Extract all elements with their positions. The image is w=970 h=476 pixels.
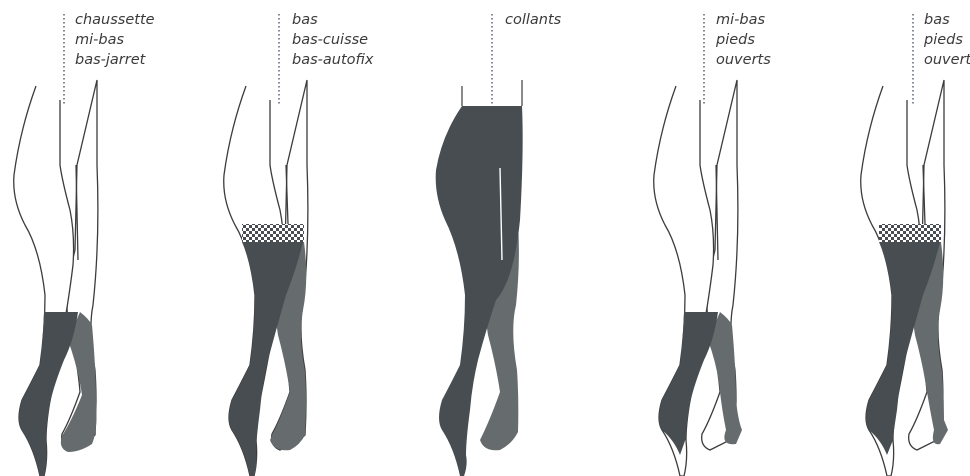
label-chaussette: chaussette mi-bas bas-jarret (75, 10, 155, 70)
panel-mi-bas-pieds-ouverts: mi-bas pieds ouverts (630, 0, 824, 476)
legs-thigh-high-open-toe (840, 0, 970, 476)
label-line: bas-jarret (75, 50, 155, 70)
label-line: mi-bas (75, 30, 155, 50)
label-bas: bas bas-cuisse bas-autofix (292, 10, 373, 70)
legs-tights (420, 0, 614, 476)
label-line: pieds (716, 30, 771, 50)
label-line: chaussette (75, 10, 155, 30)
panel-bas-pieds-ouvert: bas pieds ouvert (840, 0, 970, 476)
label-mi-bas-pieds-ouverts: mi-bas pieds ouverts (716, 10, 771, 70)
label-line: ouvert (924, 50, 970, 70)
label-line: pieds (924, 30, 970, 50)
label-line: bas (292, 10, 373, 30)
label-line: collants (505, 10, 561, 30)
label-collants: collants (505, 10, 561, 30)
legs-knee-high-open-toe (630, 0, 824, 476)
legs-thigh-high (210, 0, 404, 476)
label-line: ouverts (716, 50, 771, 70)
label-bas-pieds-ouvert: bas pieds ouvert (924, 10, 970, 70)
legs-knee-high (0, 0, 194, 476)
panel-bas: bas bas-cuisse bas-autofix (210, 0, 404, 476)
label-line: bas-cuisse (292, 30, 373, 50)
label-line: bas (924, 10, 970, 30)
panel-chaussette: chaussette mi-bas bas-jarret (0, 0, 194, 476)
panel-collants: collants (420, 0, 614, 476)
label-line: mi-bas (716, 10, 771, 30)
label-line: bas-autofix (292, 50, 373, 70)
